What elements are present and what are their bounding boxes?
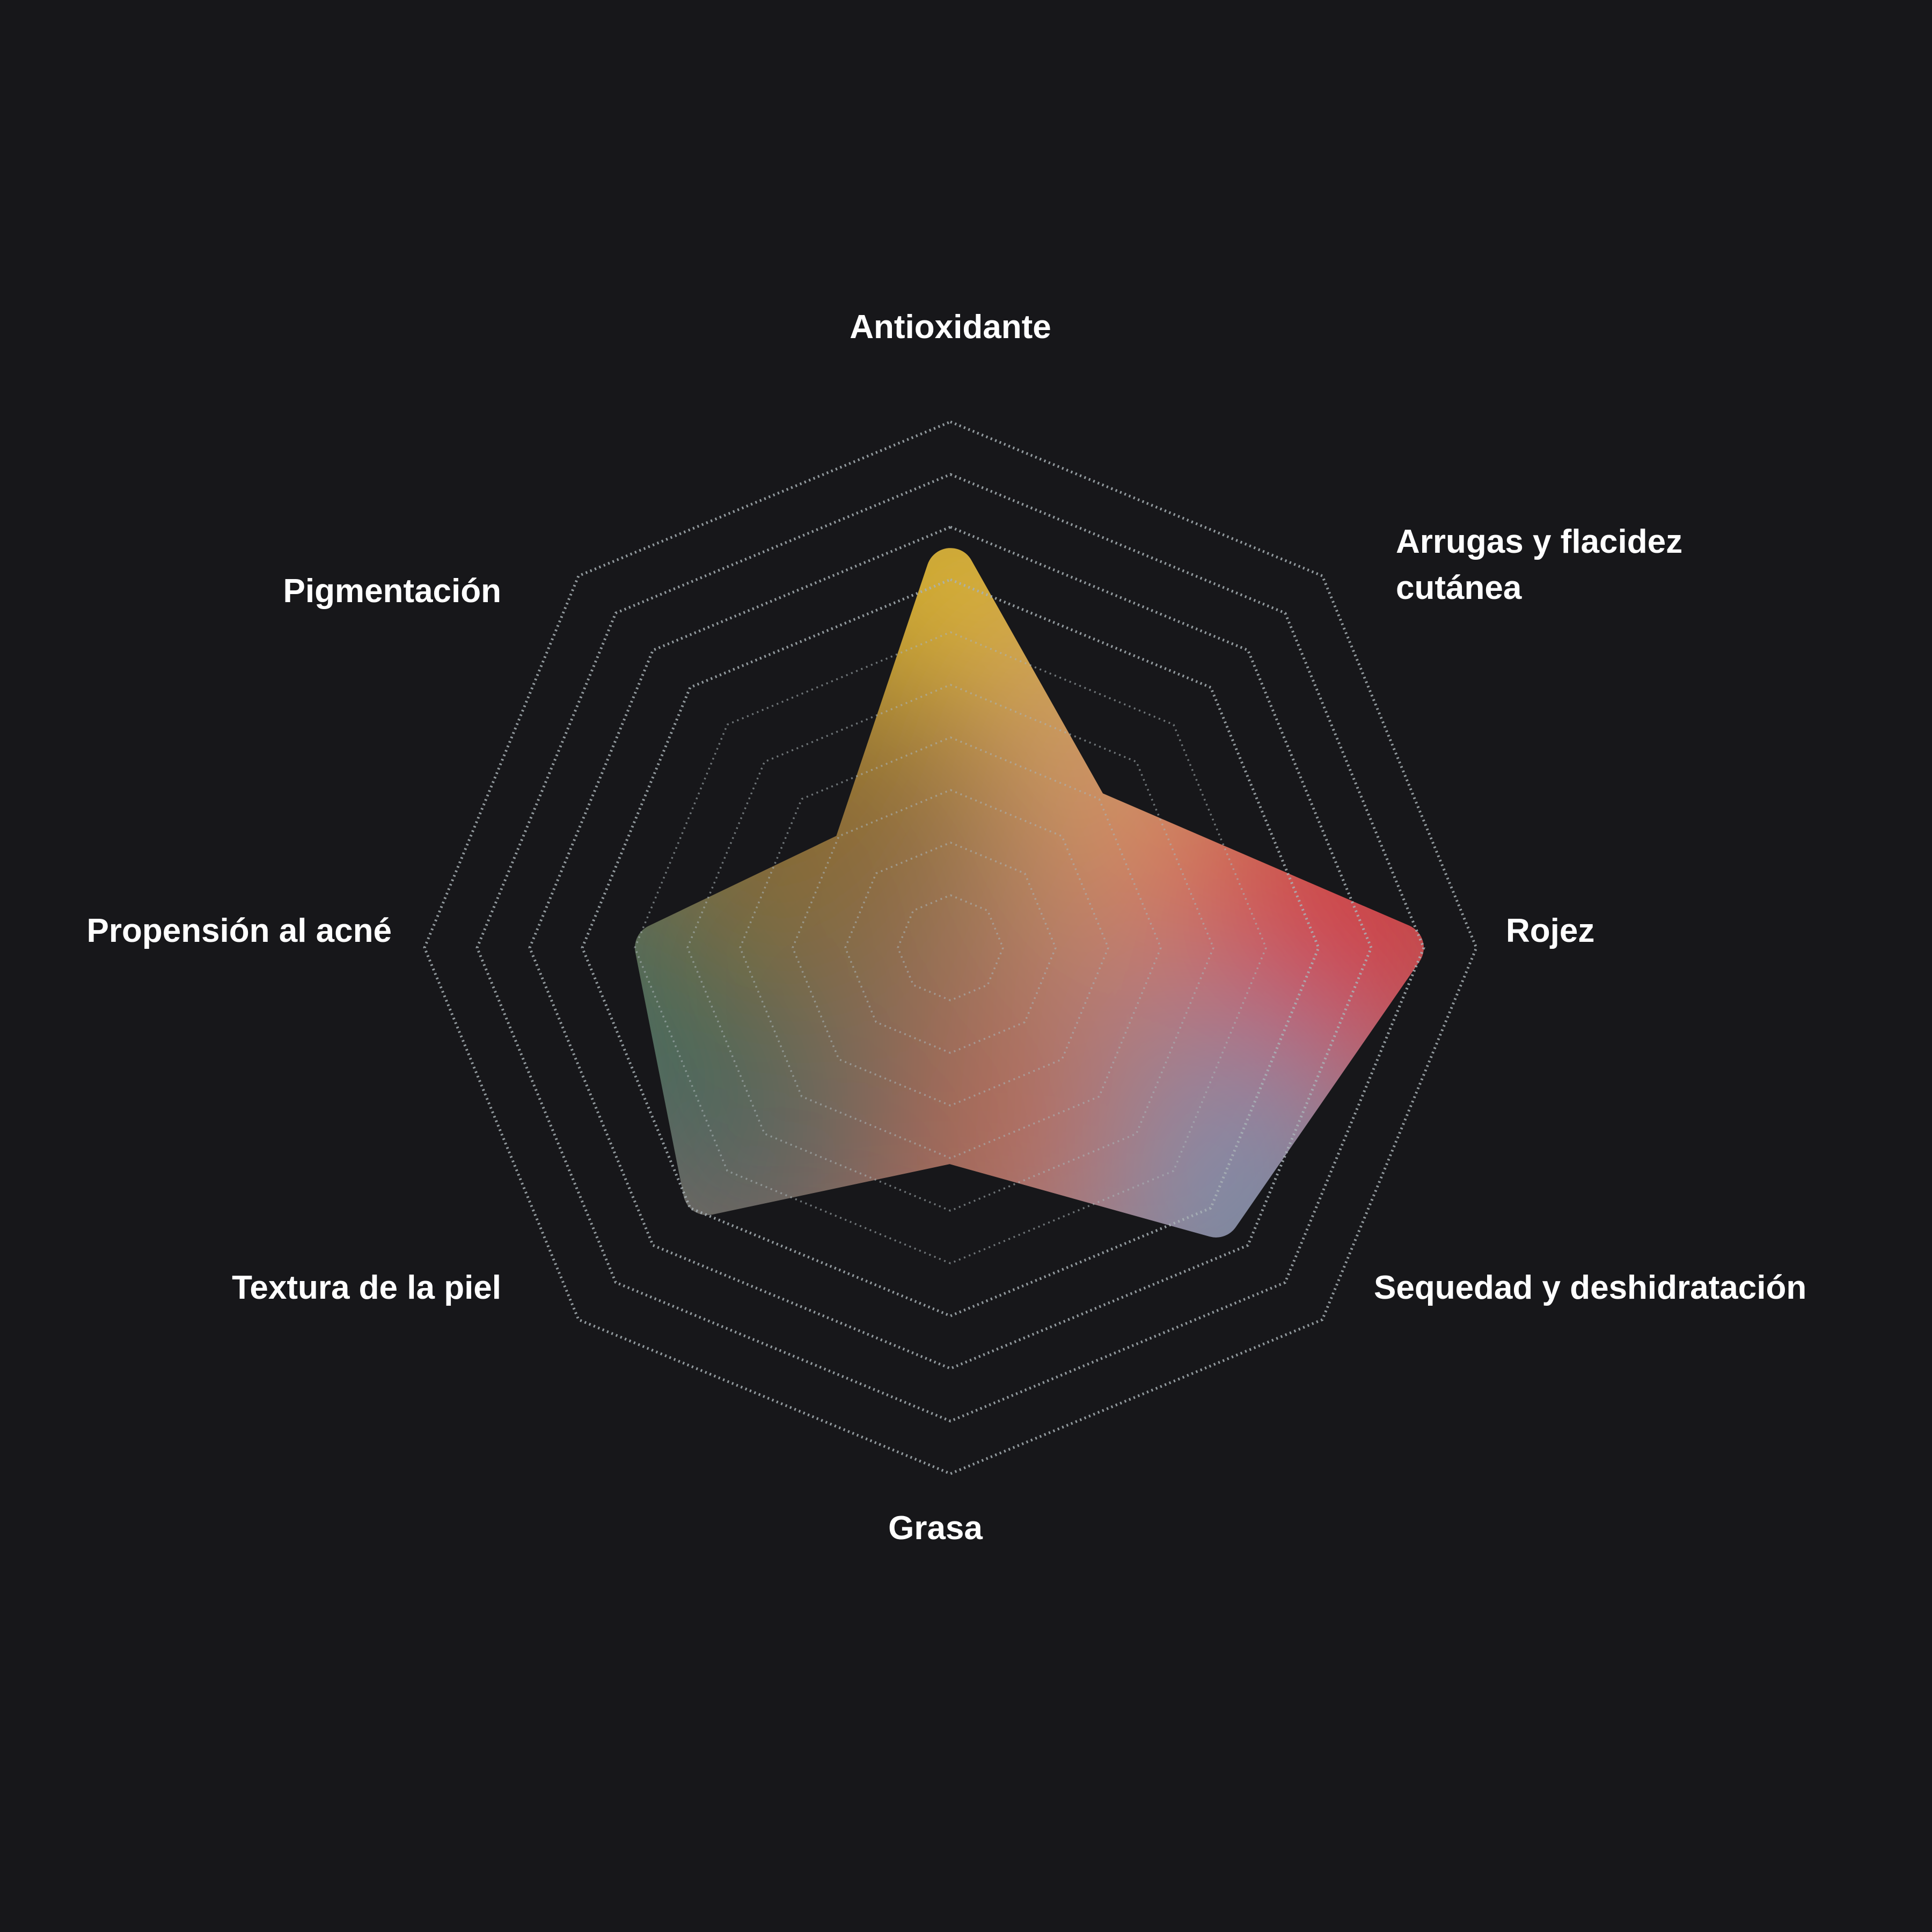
axis-label: Textura de la piel [232, 1269, 501, 1306]
grid-ring-2 [844, 841, 1057, 1054]
grid-ring-6 [634, 631, 1267, 1264]
axis-label: Antioxidante [850, 309, 1051, 346]
grid-ring-1 [897, 894, 1004, 1001]
grid-ring-10 [423, 420, 1478, 1475]
axis-label-line: Grasa [888, 1510, 983, 1547]
axis-label-line: Textura de la piel [232, 1269, 501, 1306]
axis-label: Arrugas y flacidez cutánea [1396, 523, 1682, 606]
axis-label: Pigmentación [283, 573, 501, 610]
grid-rings [423, 420, 1478, 1475]
axis-label: Sequedad y deshidratación [1374, 1269, 1806, 1306]
axis-label-line: Pigmentación [283, 573, 501, 610]
grid-ring-9 [475, 473, 1425, 1423]
grid-ring-5 [686, 684, 1214, 1212]
axis-label-line: Antioxidante [850, 309, 1051, 346]
axis-label-line: Sequedad y deshidratación [1374, 1269, 1806, 1306]
area-center-blob [843, 840, 1058, 1055]
axis-label: Rojez [1506, 912, 1594, 949]
axis-label-line: Rojez [1506, 912, 1594, 949]
axis-label: Grasa [888, 1510, 983, 1547]
axis-label-line: Propensión al acné [86, 912, 392, 949]
axis-label-line: cutánea [1396, 569, 1522, 606]
axis-label: Propensión al acné [86, 912, 392, 949]
grid-ring-4 [739, 736, 1162, 1159]
axis-label-line: Arrugas y flacidez [1396, 523, 1682, 560]
grid-ring-3 [792, 789, 1109, 1107]
